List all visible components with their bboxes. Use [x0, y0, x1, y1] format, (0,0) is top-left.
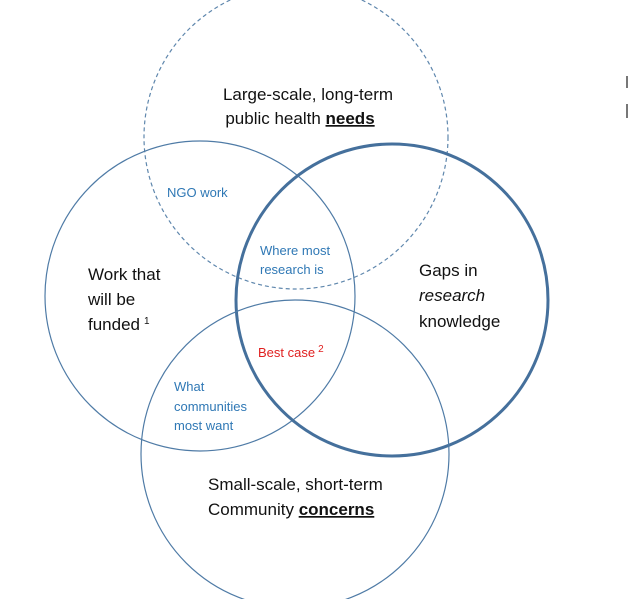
overlap-community-want-line3: most want: [174, 418, 234, 433]
overlap-community-want-line1: What: [174, 379, 205, 394]
edge-crop-mark: [626, 104, 628, 118]
right-circle-label-line3: knowledge: [419, 312, 500, 331]
overlap-where-research-line2: research is: [260, 262, 324, 277]
bottom-circle-label-line1: Small-scale, short-term: [208, 475, 383, 494]
best-case-footnote: 2: [318, 344, 324, 355]
bottom-circle-label-line2: Community concerns: [208, 500, 374, 519]
top-circle-emphasis: needs: [326, 109, 375, 128]
right-circle-label-line2: research: [419, 286, 485, 305]
edge-crop-mark: [626, 76, 628, 88]
left-circle-label-line2: will be: [87, 290, 135, 309]
top-circle-label-line1: Large-scale, long-term: [223, 85, 393, 104]
overlap-where-research-line1: Where most: [260, 243, 330, 258]
left-circle-label-line1: Work that: [88, 265, 161, 284]
circle-research-gaps: [234, 142, 550, 458]
circle-public-health-needs: [143, 0, 449, 290]
overlap-ngo-work: NGO work: [167, 185, 228, 200]
right-circle-label-line1: Gaps in: [419, 261, 478, 280]
left-circle-footnote: 1: [144, 316, 150, 327]
top-circle-label-line2: public health needs: [225, 109, 374, 128]
circle-community-concerns: [140, 299, 450, 599]
bottom-circle-emphasis: concerns: [299, 500, 375, 519]
circle-funded-work: [44, 140, 356, 452]
overlap-community-want-line2: communities: [174, 399, 247, 414]
